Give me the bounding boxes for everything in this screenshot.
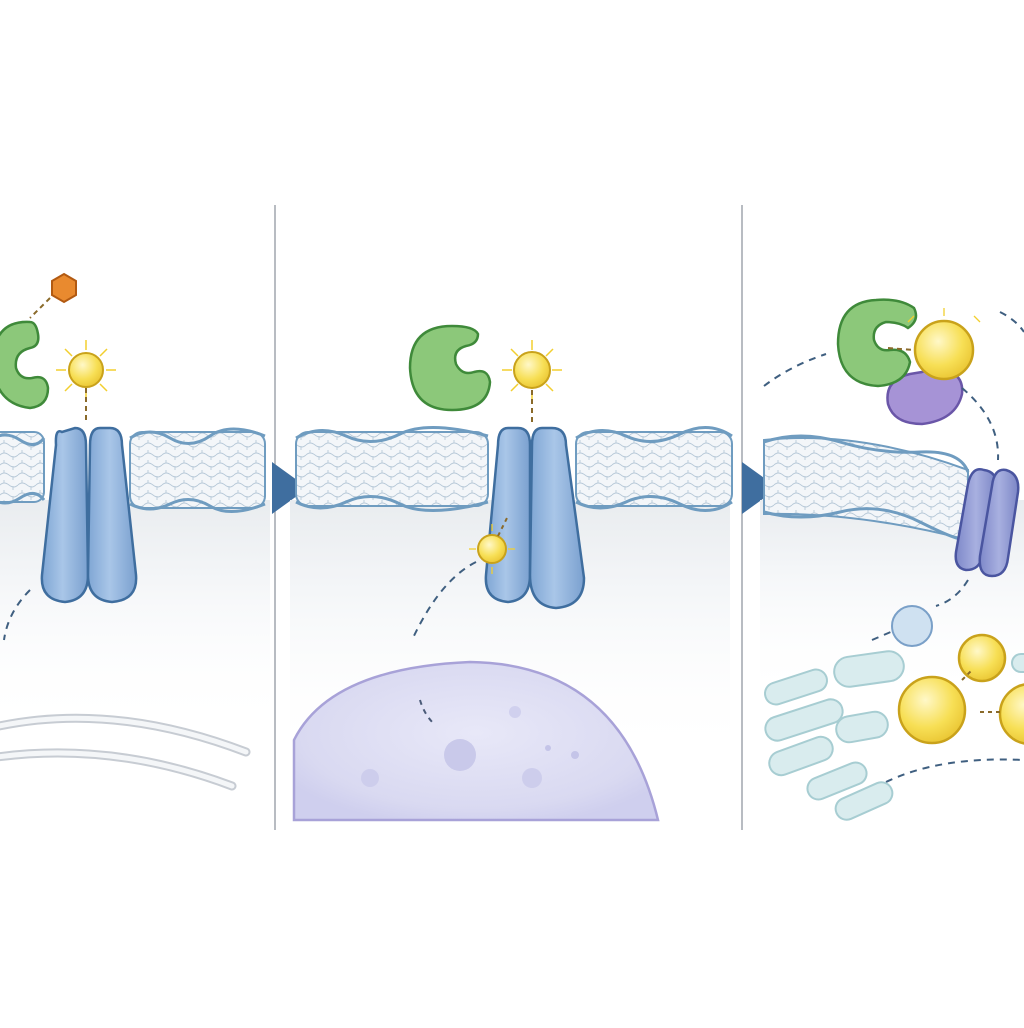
- panel-3-binding-link: [887, 347, 915, 351]
- panel-1-cytoplasm: [0, 500, 270, 730]
- panel-3-sphere-link: [961, 669, 1000, 713]
- vesicle-7: [834, 781, 894, 821]
- panel-2-internal-ligand-icon: [469, 524, 515, 574]
- panel-1-signal-path: [3, 589, 31, 641]
- panel-3-ligand-icon: [907, 308, 981, 381]
- panel-3-signal-path-f: [885, 758, 1024, 783]
- panel-2-membrane-left: [295, 426, 489, 512]
- panel-2-membrane-right: [575, 426, 733, 512]
- vesicle-8: [1011, 653, 1024, 673]
- vesicle-4: [764, 698, 844, 742]
- vesicle-1: [833, 650, 905, 688]
- vesicle-3: [764, 668, 828, 706]
- panel-3-signal-path-a: [763, 353, 827, 387]
- panel-3-signal-path-e: [871, 627, 901, 641]
- panel-3-membrane: [763, 434, 970, 542]
- panel-3-receptor-icon: [954, 468, 1020, 578]
- panel-3-sphere-icon-2: [897, 675, 967, 745]
- panel-2-signal-path: [411, 561, 477, 641]
- panel-2-internal-link: [497, 515, 509, 537]
- vesicle-2: [835, 710, 889, 744]
- panel-3-enzyme-icon: [836, 298, 918, 388]
- panel-1-receptor-icon: [40, 426, 138, 604]
- panel-3-signal-path-d: [935, 579, 969, 607]
- panel-1-ligand-icon: [56, 340, 116, 400]
- panel-2-receptor-icon: [484, 426, 586, 610]
- transition-arrow-1-icon: [272, 462, 308, 514]
- panel-1-cofactor-link: [29, 297, 51, 319]
- transition-arrow-2-icon: [742, 462, 778, 514]
- panel-1-hexagon-icon: [51, 272, 77, 304]
- panel-2-nucleus-icon: [292, 660, 660, 822]
- panel-1-enzyme-icon: [0, 320, 50, 410]
- panel-2-enzyme-icon: [408, 324, 492, 412]
- vesicle-5: [768, 735, 834, 777]
- panel-3-signal-path-c: [961, 387, 1000, 461]
- panel-3-sphere-icon-1: [957, 633, 1007, 683]
- panel-2-ligand-icon: [502, 340, 562, 400]
- panel-2: [290, 324, 733, 822]
- panel-3: [760, 298, 1024, 821]
- panel-3-small-sphere-icon: [891, 605, 933, 647]
- panel-1: [0, 272, 270, 791]
- vesicle-6: [806, 761, 868, 801]
- panel-1-membrane-left: [0, 431, 46, 505]
- panel-1-nucleus-envelope: [0, 713, 251, 791]
- panel-3-signal-path-b: [999, 311, 1024, 333]
- panel-3-vesicles: [764, 650, 1024, 821]
- panel-3-sphere-icon-3: [998, 683, 1024, 745]
- panel-1-membrane-right: [129, 427, 266, 513]
